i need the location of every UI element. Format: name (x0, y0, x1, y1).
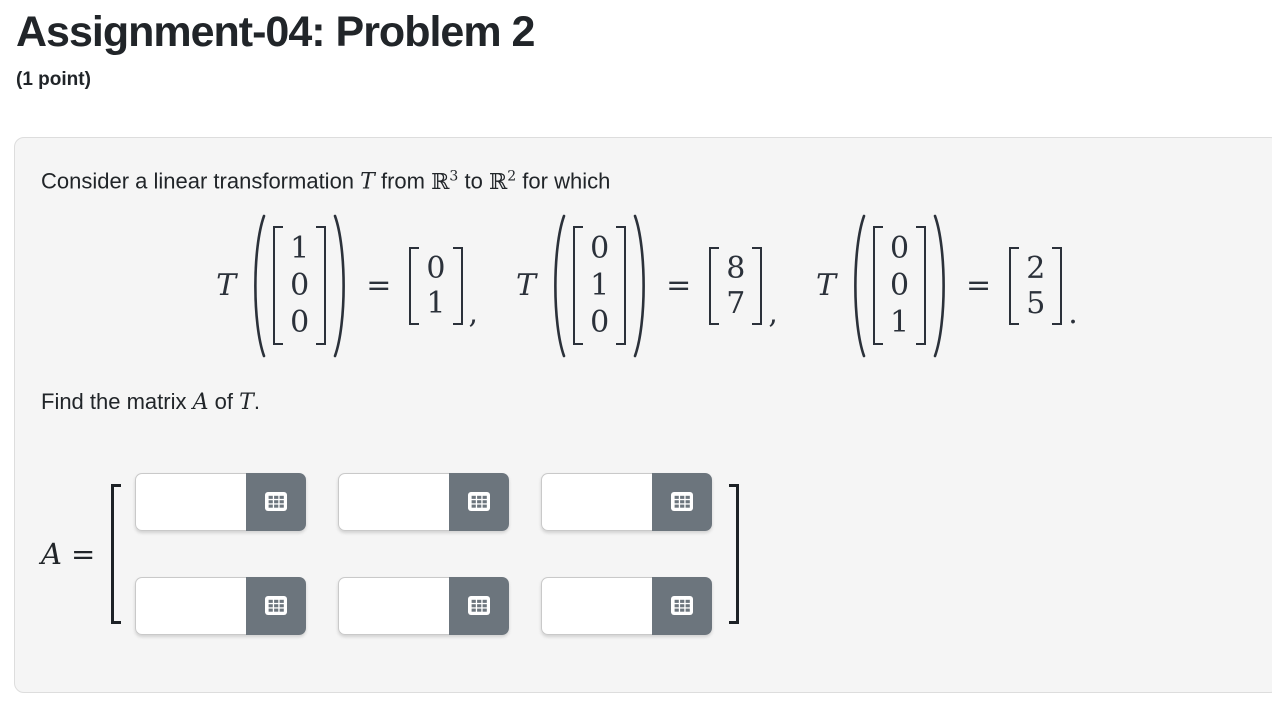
vector-entry: 0 (426, 250, 446, 286)
problem-card: Consider a linear transformation T from … (14, 137, 1272, 694)
statement-text-before: Consider a linear transformation (41, 168, 355, 194)
keypad-grid-icon (671, 596, 694, 616)
matrix-entry-input[interactable] (541, 576, 653, 635)
vector-bracket-left (409, 246, 420, 325)
input-vector: 0 1 0 (573, 226, 627, 346)
vector-bracket-right (916, 226, 927, 346)
input-vector: 0 0 1 (872, 226, 927, 346)
vector-entry: 0 (590, 305, 610, 341)
paren-open-icon (554, 214, 566, 358)
paren-close-icon (933, 214, 945, 358)
vector-bracket-right (1052, 246, 1063, 325)
equation-editor-button[interactable] (449, 576, 510, 635)
paren-close-icon (333, 214, 346, 358)
math-A-symbol: A (192, 389, 209, 415)
keypad-grid-icon (468, 596, 491, 616)
math-T-symbol: T (815, 268, 836, 304)
matrix-bracket-right (729, 483, 740, 624)
page-title: Assignment-04: Problem 2 (16, 8, 535, 56)
vector-entry: 2 (1026, 250, 1046, 286)
output-vector: 2 5 (1009, 246, 1063, 325)
problem-statement: Consider a linear transformation T from … (41, 168, 1253, 194)
matrix-entry-input[interactable] (541, 472, 653, 531)
keypad-grid-icon (468, 492, 491, 512)
equation-editor-button[interactable] (652, 576, 713, 635)
equation-editor-button[interactable] (449, 472, 510, 531)
paren-open-icon (854, 214, 866, 358)
equations-display: T 1 0 0 = 0 1 , (41, 213, 1253, 359)
math-T-symbol: T (360, 169, 375, 195)
answer-label: A= (41, 536, 96, 571)
vector-entry: 1 (426, 285, 446, 321)
vector-bracket-right (616, 226, 627, 346)
matrix-entry-input[interactable] (338, 576, 450, 635)
keypad-grid-icon (265, 596, 288, 616)
matrix-cell-r2c2 (338, 576, 510, 635)
vector-entry: 0 (290, 268, 310, 304)
equals-sign: = (966, 268, 992, 304)
punctuation: , (468, 295, 479, 331)
vector-bracket-left (573, 226, 584, 346)
answer-area: A= (41, 472, 1253, 635)
matrix-entry-input[interactable] (135, 472, 247, 531)
equation-editor-button[interactable] (246, 472, 307, 531)
equation-2: T 0 1 0 = 8 7 , (516, 213, 778, 359)
equation-3: T 0 0 1 = 2 5 . (816, 213, 1078, 359)
paren-close-icon (633, 214, 646, 358)
vector-entry: 8 (726, 250, 746, 286)
find-statement: Find the matrix A of T. (41, 389, 1253, 415)
matrix-bracket-left (111, 483, 122, 624)
statement-text-after: for which (522, 168, 611, 194)
find-of-word: of (214, 388, 233, 414)
vector-entry: 0 (889, 231, 910, 267)
matrix-cell-r1c1 (135, 472, 307, 531)
find-text-before: Find the matrix (41, 388, 187, 414)
vector-entry: 5 (1026, 285, 1046, 321)
equation-editor-button[interactable] (652, 472, 713, 531)
math-T-symbol: T (216, 268, 237, 304)
answer-matrix-grid (135, 472, 713, 635)
math-r3-symbol: ℝ3 (431, 168, 459, 195)
input-vector: 1 0 0 (273, 226, 327, 346)
vector-bracket-right (316, 226, 327, 346)
punctuation: . (1068, 295, 1078, 331)
matrix-cell-r2c3 (541, 576, 713, 635)
vector-entry: 0 (889, 268, 910, 304)
matrix-entry-input[interactable] (135, 576, 247, 635)
period: . (253, 388, 260, 414)
vector-bracket-left (872, 226, 883, 346)
output-vector: 0 1 (409, 246, 463, 325)
vector-bracket-left (273, 226, 284, 346)
equals-sign: = (366, 268, 392, 304)
matrix-cell-r1c2 (338, 472, 510, 531)
vector-bracket-right (452, 246, 463, 325)
math-T-symbol: T (516, 268, 537, 304)
vector-entry: 0 (590, 231, 610, 267)
points-label: (1 point) (16, 69, 91, 91)
vector-bracket-left (1009, 246, 1020, 325)
math-T-symbol: T (239, 389, 254, 415)
vector-entry: 0 (290, 305, 310, 341)
matrix-cell-r2c1 (135, 576, 307, 635)
matrix-cell-r1c3 (541, 472, 713, 531)
math-r2-symbol: ℝ2 (488, 168, 517, 195)
punctuation: , (768, 295, 778, 331)
vector-bracket-right (752, 246, 763, 325)
vector-bracket-left (709, 246, 720, 325)
matrix-entry-input[interactable] (338, 472, 450, 531)
statement-from-word: from (380, 168, 425, 194)
output-vector: 8 7 (709, 246, 763, 325)
paren-open-icon (254, 214, 266, 358)
keypad-grid-icon (671, 492, 694, 512)
equals-sign: = (666, 268, 692, 304)
vector-entry: 1 (590, 268, 610, 304)
equation-1: T 1 0 0 = 0 1 , (216, 213, 478, 359)
vector-entry: 7 (726, 285, 746, 321)
keypad-grid-icon (265, 492, 288, 512)
statement-to-word: to (464, 168, 483, 194)
vector-entry: 1 (889, 305, 910, 341)
equation-editor-button[interactable] (246, 576, 307, 635)
vector-entry: 1 (290, 231, 310, 267)
